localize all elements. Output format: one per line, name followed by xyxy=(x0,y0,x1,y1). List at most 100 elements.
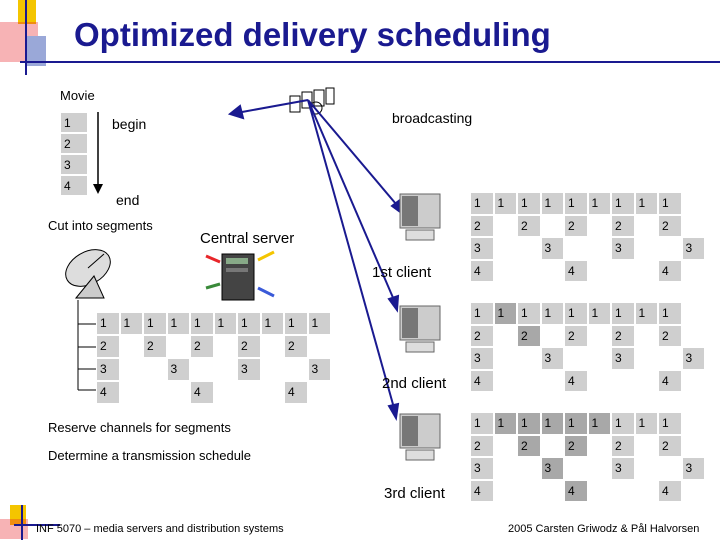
schedule-cell xyxy=(611,259,635,282)
schedule-cell: 3 xyxy=(540,457,564,480)
schedule-cell: 2 xyxy=(190,335,214,358)
schedule-cell: 4 xyxy=(284,381,308,404)
schedule-cell xyxy=(587,259,611,282)
schedule-cell xyxy=(634,324,658,347)
schedule-cell: 2 xyxy=(96,335,120,358)
schedule-cell xyxy=(284,358,308,381)
schedule-cell: 1 xyxy=(658,412,682,435)
schedule-cell xyxy=(634,457,658,480)
schedule-cell: 3 xyxy=(540,237,564,260)
movie-segments: 1 2 3 4 xyxy=(60,112,88,196)
movie-segment: 1 xyxy=(60,112,88,133)
schedule-cell: 2 xyxy=(517,324,541,347)
movie-segment: 4 xyxy=(60,175,88,196)
schedule-cell: 3 xyxy=(470,237,494,260)
schedule-cell xyxy=(587,237,611,260)
schedule-cell xyxy=(634,237,658,260)
schedule-cell: 4 xyxy=(658,259,682,282)
client-computer-icon xyxy=(399,193,441,241)
schedule-cell xyxy=(493,457,517,480)
schedule-cell: 1 xyxy=(540,412,564,435)
schedule-cell: 1 xyxy=(564,192,588,215)
time-arrow xyxy=(93,112,103,194)
schedule-cell: 1 xyxy=(540,302,564,325)
schedule-cell: 1 xyxy=(587,412,611,435)
schedule-cell: 3 xyxy=(681,237,705,260)
central-server-label: Central server xyxy=(200,230,295,247)
satellite-dish-icon xyxy=(65,249,111,299)
movie-segment: 3 xyxy=(60,154,88,175)
schedule-cell: 1 xyxy=(517,302,541,325)
schedule-cell: 1 xyxy=(470,192,494,215)
schedule-cell xyxy=(587,457,611,480)
schedule-cell xyxy=(260,381,284,404)
schedule-cell xyxy=(611,479,635,502)
schedule-cell xyxy=(237,381,261,404)
schedule-cell: 4 xyxy=(190,381,214,404)
client-label: 2nd client xyxy=(382,375,447,392)
schedule-cell: 3 xyxy=(540,347,564,370)
footer-authors: 2005 Carsten Griwodz & Pål Halvorsen xyxy=(508,523,700,535)
schedule-cell xyxy=(143,358,167,381)
determine-schedule-label: Determine a transmission schedule xyxy=(48,448,252,463)
schedule-cell: 1 xyxy=(237,312,261,335)
schedule-cell: 1 xyxy=(260,312,284,335)
schedule-cell xyxy=(517,457,541,480)
schedule-cell: 3 xyxy=(611,237,635,260)
schedule-cell: 1 xyxy=(190,312,214,335)
schedule-cell: 2 xyxy=(658,214,682,237)
schedule-cell xyxy=(611,369,635,392)
schedule-cell: 1 xyxy=(493,302,517,325)
schedule-cell: 4 xyxy=(470,369,494,392)
schedule-cell: 4 xyxy=(658,369,682,392)
schedule-cell xyxy=(213,335,237,358)
schedule-cell xyxy=(143,381,167,404)
schedule-cell: 3 xyxy=(681,347,705,370)
schedule-cell xyxy=(517,237,541,260)
schedule-cell xyxy=(634,479,658,502)
schedule-cell: 4 xyxy=(564,369,588,392)
schedule-cell: 2 xyxy=(658,324,682,347)
schedule-cell: 2 xyxy=(284,335,308,358)
schedule-cell xyxy=(587,214,611,237)
schedule-cell: 1 xyxy=(470,302,494,325)
broadcasting-label: broadcasting xyxy=(392,110,473,126)
schedule-cell xyxy=(166,381,190,404)
schedule-cell xyxy=(540,259,564,282)
schedule-cell: 3 xyxy=(307,358,331,381)
schedule-cell: 1 xyxy=(611,412,635,435)
schedule-cell: 1 xyxy=(119,312,143,335)
schedule-cell: 1 xyxy=(517,412,541,435)
server-icon xyxy=(205,250,275,301)
schedule-cell: 1 xyxy=(587,192,611,215)
schedule-cell: 2 xyxy=(517,214,541,237)
schedule-cell: 3 xyxy=(237,358,261,381)
schedule-cell: 3 xyxy=(166,358,190,381)
schedule-cell xyxy=(587,369,611,392)
schedule-tree xyxy=(77,300,96,391)
schedule-cell: 2 xyxy=(517,434,541,457)
end-label: end xyxy=(116,192,140,208)
schedule-cell: 2 xyxy=(564,214,588,237)
schedule-cell xyxy=(493,369,517,392)
client-computer-icon xyxy=(399,413,441,461)
schedule-cell xyxy=(540,324,564,347)
schedule-cell: 4 xyxy=(96,381,120,404)
schedule-cell: 1 xyxy=(493,412,517,435)
schedule-cell: 3 xyxy=(611,457,635,480)
schedule-cell xyxy=(493,347,517,370)
schedule-cell xyxy=(517,369,541,392)
schedule-cell xyxy=(493,259,517,282)
schedule-cell: 1 xyxy=(166,312,190,335)
schedule-cell xyxy=(517,479,541,502)
schedule-cell xyxy=(517,259,541,282)
schedule-cell: 3 xyxy=(681,457,705,480)
schedule-cell xyxy=(540,479,564,502)
schedule-cell xyxy=(119,335,143,358)
schedule-cell xyxy=(260,335,284,358)
schedule-cell: 2 xyxy=(470,434,494,457)
